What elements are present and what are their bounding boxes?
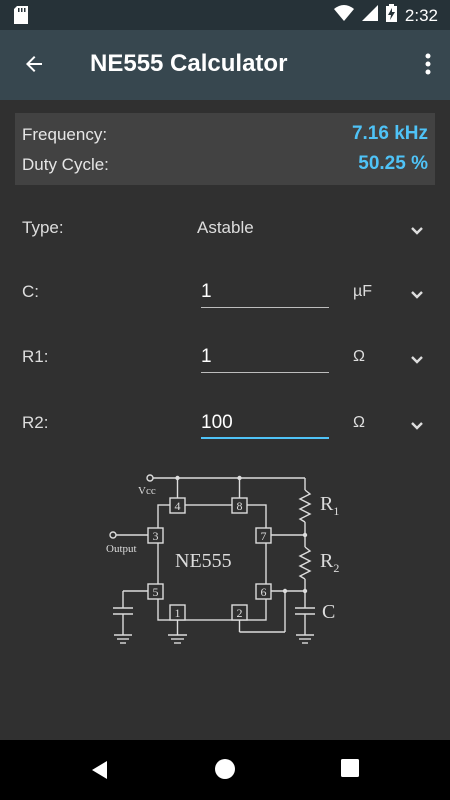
output-label: Output — [106, 543, 137, 555]
nav-back-icon[interactable] — [88, 758, 112, 787]
r1-symbol-label: R1 — [320, 493, 339, 518]
status-bar: 2:32 — [0, 0, 450, 30]
r2-input[interactable]: 100 — [201, 409, 329, 439]
vcc-label: Vcc — [138, 485, 156, 497]
more-vert-icon[interactable] — [424, 52, 432, 81]
cell-signal-icon — [361, 5, 378, 26]
pin-5: 5 — [153, 585, 159, 599]
frequency-label: Frequency: — [22, 125, 108, 144]
c-input[interactable]: 1 — [201, 278, 329, 308]
pin-8: 8 — [237, 499, 243, 513]
pin-2: 2 — [237, 606, 243, 620]
wifi-icon — [333, 5, 354, 26]
type-dropdown-icon[interactable] — [409, 223, 425, 235]
r2-symbol-label: R2 — [320, 550, 339, 575]
nav-home-icon[interactable] — [214, 758, 236, 785]
sd-card-icon — [14, 6, 28, 29]
frequency-value: 7.16 kHz — [351, 123, 428, 144]
battery-charging-icon — [385, 4, 397, 27]
duty-cycle-row: Duty Cycle: 50.25 % — [22, 150, 428, 180]
pin-4: 4 — [175, 499, 181, 513]
frequency-row: Frequency: 7.16 kHz — [22, 120, 428, 150]
c-label: C: — [22, 282, 39, 301]
chip-body — [157, 504, 267, 621]
pin-6: 6 — [261, 585, 267, 599]
navigation-bar — [0, 740, 450, 800]
c-symbol-label: C — [322, 601, 335, 623]
pin-1: 1 — [175, 606, 181, 620]
app-bar: NE555 Calculator — [0, 30, 450, 100]
status-time: 2:32 — [404, 5, 438, 25]
r1-unit-select[interactable]: Ω — [353, 348, 365, 365]
c-unit-select[interactable]: µF — [353, 283, 372, 300]
duty-cycle-label: Duty Cycle: — [22, 155, 109, 174]
chip-label: NE555 — [175, 550, 232, 572]
pin-7: 7 — [261, 529, 267, 543]
r1-input[interactable]: 1 — [201, 343, 329, 373]
r2-unit-select[interactable]: Ω — [353, 414, 365, 431]
pin-3: 3 — [153, 529, 159, 543]
c-unit-dropdown-icon[interactable] — [409, 287, 425, 299]
type-label: Type: — [22, 218, 64, 237]
ne555-schematic: NE555 4 8 3 7 5 6 1 2 Vcc R1 R2 — [106, 474, 339, 644]
back-arrow-icon[interactable] — [22, 52, 46, 81]
r1-unit-dropdown-icon[interactable] — [409, 352, 425, 364]
r2-unit-dropdown-icon[interactable] — [409, 418, 425, 430]
r2-label: R2: — [22, 413, 49, 432]
results-panel: Frequency: 7.16 kHz Duty Cycle: 50.25 % — [15, 113, 435, 185]
r1-label: R1: — [22, 347, 49, 366]
app-title: NE555 Calculator — [90, 50, 288, 77]
type-select[interactable]: Astable — [197, 218, 254, 237]
duty-cycle-value: 50.25 % — [358, 153, 428, 174]
nav-recents-icon[interactable] — [340, 758, 360, 783]
